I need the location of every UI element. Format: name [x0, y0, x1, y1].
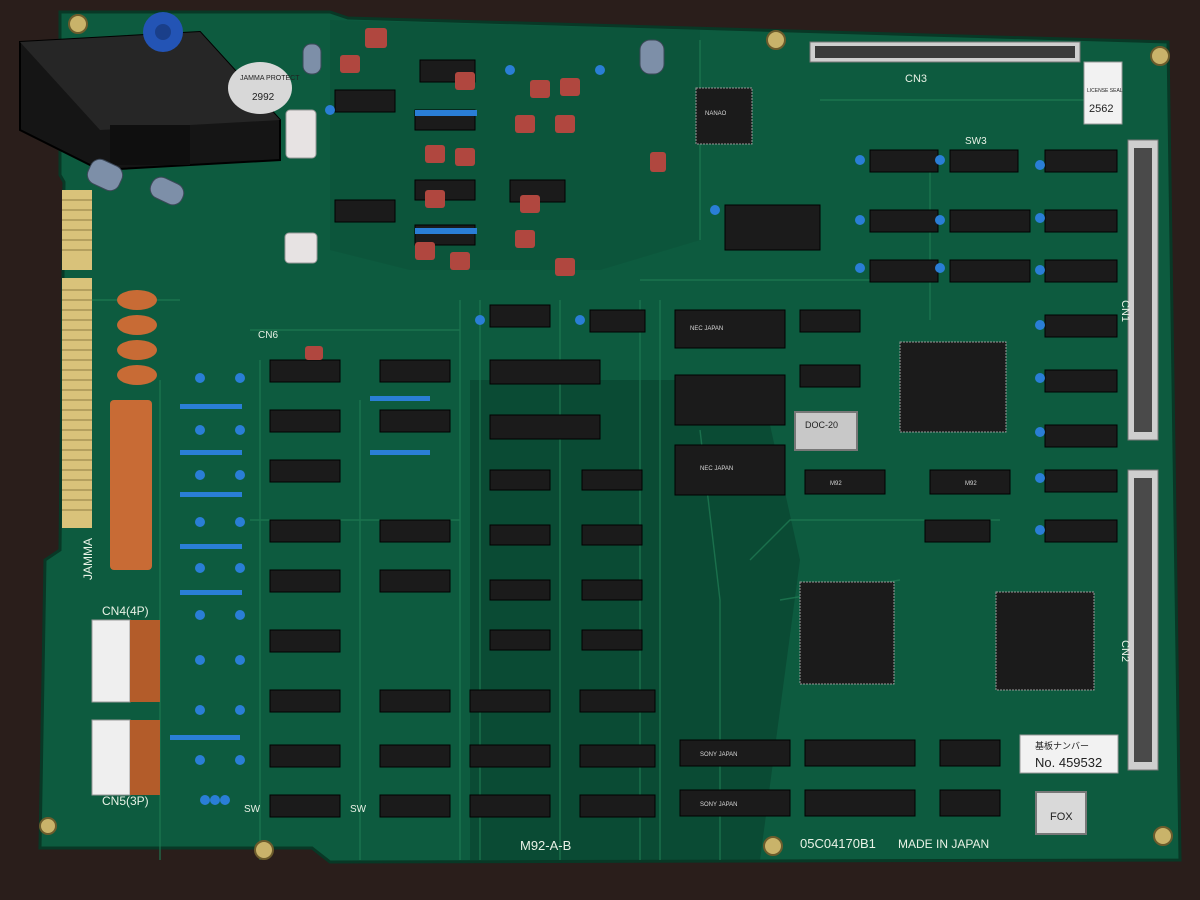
qfp-bottom-center	[799, 581, 895, 685]
qfp-chips	[695, 87, 1095, 691]
fox-label-text: FOX	[1050, 811, 1073, 823]
screw-top-right	[1150, 46, 1170, 66]
cn1-header	[1127, 139, 1159, 441]
sony-chip-label-1: SONY JAPAN	[700, 752, 737, 758]
license-number-text: 2562	[1089, 103, 1113, 115]
screw-bottom-right	[1153, 826, 1173, 846]
nanao-top-chip	[695, 87, 753, 145]
cn2-header	[1127, 469, 1159, 771]
ceramic-caps	[284, 109, 318, 264]
cn3-silkscreen: CN3	[905, 73, 927, 85]
blue-capacitors	[195, 65, 1045, 805]
m92-chip-label-right: M92	[830, 481, 842, 487]
nanao-top-label: NANAO	[705, 111, 727, 117]
heatsink-regulator	[19, 30, 292, 172]
cn2-silkscreen: CN2	[1119, 640, 1131, 662]
screw-top-left	[68, 14, 88, 34]
jamma-protect-number: 2992	[252, 92, 275, 103]
cn5-connector	[91, 719, 160, 796]
mounting-screws	[39, 14, 1173, 860]
blue-strips	[170, 110, 477, 740]
red-capacitors	[305, 28, 666, 360]
cn5-silkscreen: CN5(3P)	[102, 794, 149, 808]
cn6-silkscreen: CN6	[258, 330, 278, 341]
oscillator-label: DOC-20	[805, 420, 838, 430]
nec-chip-label-2: NEC JAPAN	[690, 326, 723, 332]
nec-chip-label-1: NEC JAPAN	[700, 466, 733, 472]
screw-bottom-left	[254, 840, 274, 860]
fox-crystal	[1035, 791, 1087, 835]
sony-chip-label-2: SONY JAPAN	[700, 802, 737, 808]
jamma-protect-label: JAMMA PROTECT	[240, 75, 300, 82]
resistor-column	[110, 290, 157, 570]
cn4-connector	[91, 619, 160, 703]
cn3-header	[809, 41, 1081, 63]
cn1-silkscreen: CN1	[1119, 300, 1131, 322]
license-title-text: LICENSE SEAL	[1087, 88, 1123, 94]
oscillator	[794, 411, 858, 451]
sw-left-silkscreen: SW	[244, 804, 261, 815]
model-silkscreen: M92-A-B	[520, 838, 571, 853]
sw-mid-silkscreen: SW	[350, 804, 367, 815]
screw-bottom-center	[763, 836, 783, 856]
cn4-silkscreen: CN4(4P)	[102, 604, 149, 618]
code-silkscreen: 05C04170B1	[800, 836, 876, 851]
dip-chips	[269, 59, 1118, 818]
serial-sticker	[1019, 734, 1119, 774]
license-sticker	[1083, 61, 1123, 125]
sw3-silkscreen: SW3	[965, 136, 987, 147]
screw-top-center	[766, 30, 786, 50]
m92-chip-label-left: M92	[965, 481, 977, 487]
jamma-protect-sticker	[228, 62, 292, 114]
electrolytic-capacitors	[86, 39, 665, 206]
origin-silkscreen: MADE IN JAPAN	[898, 837, 989, 851]
nanao-bottom-chip	[995, 591, 1095, 691]
serial-number-text: No. 459532	[1035, 755, 1102, 770]
qfp-center-right	[899, 341, 1007, 433]
jamma-silkscreen: JAMMA	[81, 538, 95, 580]
screw-left-mid	[39, 817, 57, 835]
jamma-edge-connector	[62, 190, 92, 528]
serial-header-text: 基板ナンバー	[1035, 740, 1089, 751]
